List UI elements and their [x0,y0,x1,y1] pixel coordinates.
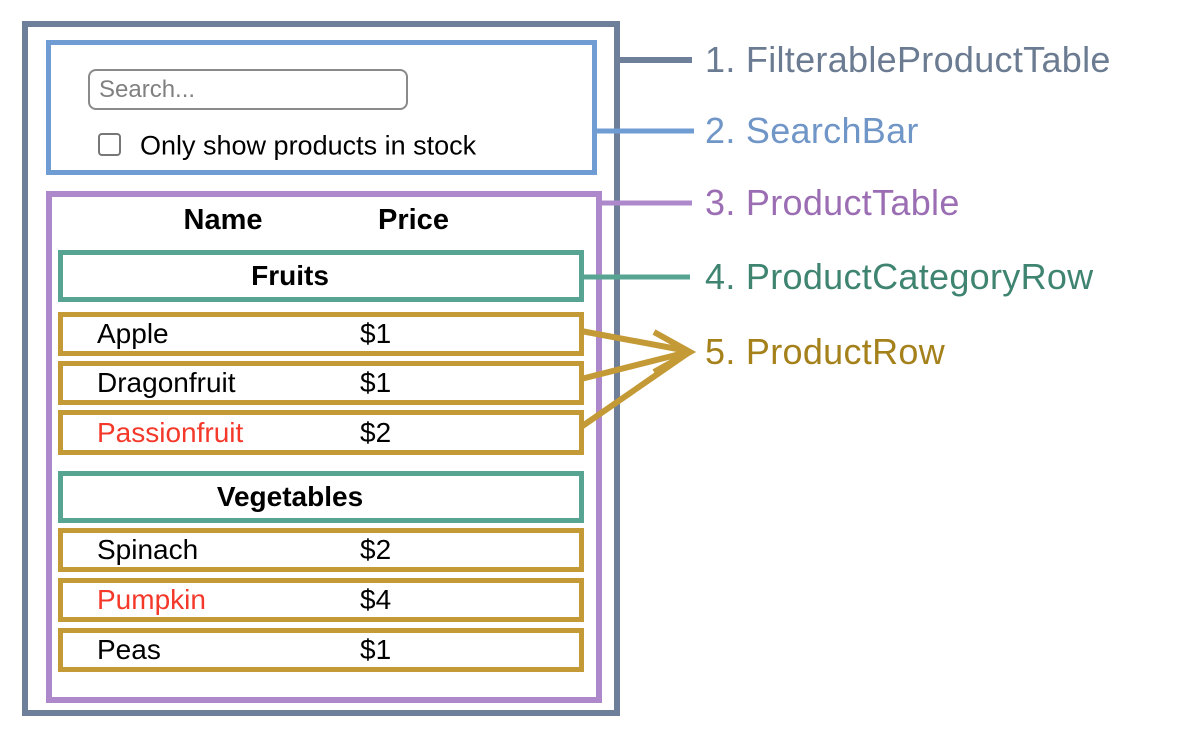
product-price: $2 [360,534,392,565]
product-name: Pumpkin [97,584,206,615]
product-row: Apple $1 [58,312,584,356]
product-name: Passionfruit [97,416,244,448]
arrowhead-icon [652,329,697,375]
product-row: Peas $1 [58,628,584,672]
legend-label-filterable-product-table: 1. FilterableProductTable [705,39,1111,80]
product-name: Spinach [97,534,199,565]
search-input[interactable] [88,69,408,110]
product-row: Dragonfruit $1 [58,361,584,405]
product-price: $1 [360,367,392,398]
product-price: $2 [360,416,392,448]
legend-label-product-table: 3. ProductTable [705,182,960,223]
product-price: $1 [360,318,392,349]
legend-label-search-bar: 2. SearchBar [705,110,919,151]
name-column-header: Name [183,204,263,236]
in-stock-checkbox-label: Only show products in stock [140,130,477,161]
product-row: Passionfruit $2 [58,410,584,455]
legend-label-product-category-row: 4. ProductCategoryRow [705,256,1094,297]
product-name: Dragonfruit [97,367,236,398]
product-name: Peas [97,634,161,665]
product-row: Spinach $2 [58,528,584,572]
in-stock-checkbox[interactable] [98,133,121,156]
product-row: Pumpkin $4 [58,578,584,622]
product-name: Apple [97,318,169,349]
category-row-vegetables: Vegetables [58,471,584,523]
legend-label-product-row: 5. ProductRow [705,331,946,372]
category-row-fruits: Fruits [58,250,584,302]
price-column-header: Price [378,204,449,236]
product-price: $1 [360,634,392,665]
product-price: $4 [360,584,392,615]
